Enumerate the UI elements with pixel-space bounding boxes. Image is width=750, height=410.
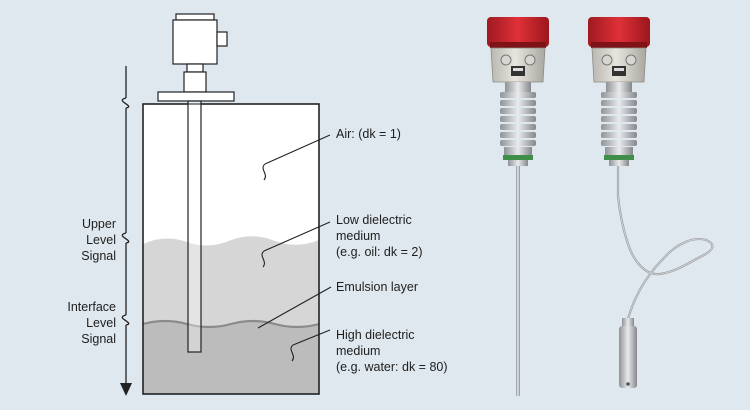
- low-dielectric-label-1: Low dielectric: [336, 213, 412, 227]
- interface-signal-label-1: Interface: [67, 300, 116, 314]
- emulsion-wave: [142, 319, 320, 329]
- signal-axis: [120, 66, 132, 396]
- emulsion-label: Emulsion layer: [336, 280, 418, 294]
- upper-signal-label-2: Level: [86, 233, 116, 247]
- leader-lines: [257, 134, 332, 362]
- low-dielectric-label-3: (e.g. oil: dk = 2): [336, 245, 423, 259]
- schematic-gauge-head-icon: [157, 13, 235, 102]
- high-dielectric-label-3: (e.g. water: dk = 80): [336, 360, 448, 374]
- upper-signal-label-3: Signal: [81, 249, 116, 263]
- air-label: Air: (dk = 1): [336, 127, 401, 141]
- interface-signal-label-2: Level: [86, 316, 116, 330]
- interface-signal-label-3: Signal: [81, 332, 116, 346]
- emulsion-leader: [257, 286, 332, 329]
- cable-probe-icon: [588, 17, 714, 388]
- probe-rod: [187, 100, 202, 353]
- labels: Air: (dk = 1) Low dielectric medium (e.g…: [67, 127, 447, 374]
- low-dielectric-label-2: medium: [336, 229, 380, 243]
- high-dielectric-label-2: medium: [336, 344, 380, 358]
- upper-signal-label-1: Upper: [82, 217, 116, 231]
- water-leader: [290, 344, 294, 362]
- rod-probe-icon: [487, 17, 549, 396]
- water-layer: [143, 321, 319, 394]
- high-dielectric-label-1: High dielectric: [336, 328, 415, 342]
- oil-leader: [261, 250, 265, 268]
- tank: [142, 100, 320, 395]
- air-leader: [262, 163, 266, 181]
